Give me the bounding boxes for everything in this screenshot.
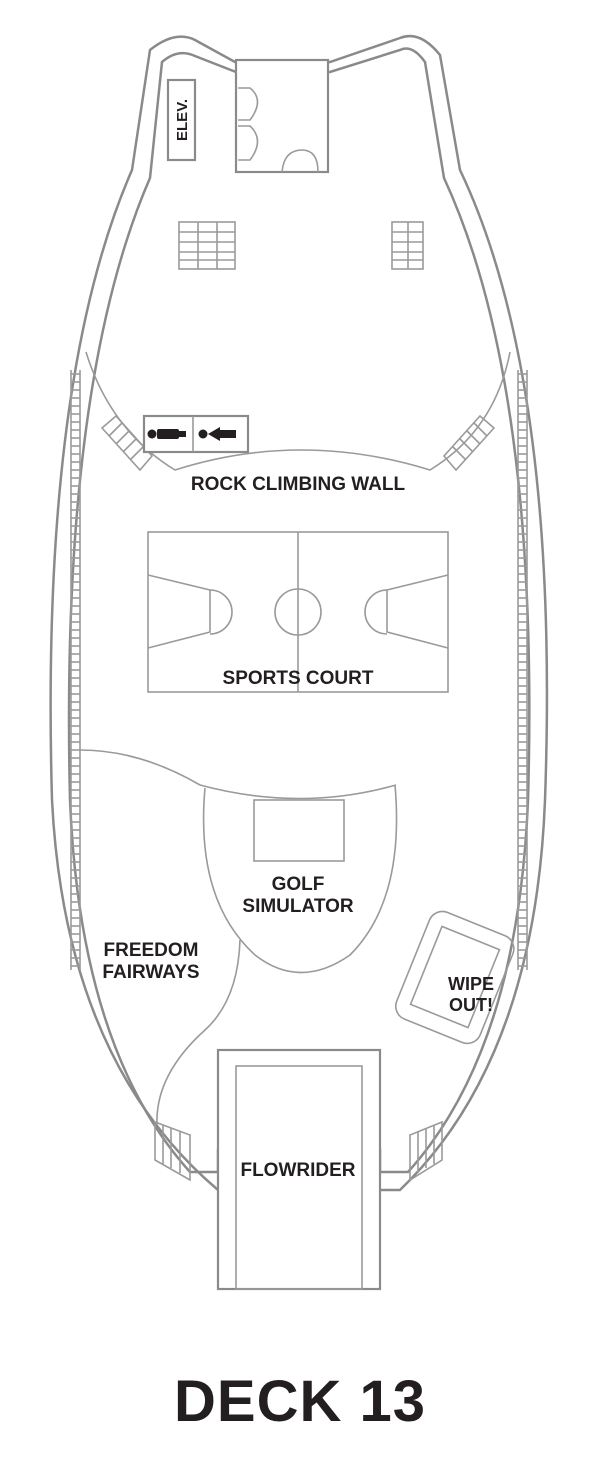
- stairs-aft-left: [154, 1120, 191, 1182]
- wipe-out-label-1: WIPE: [448, 974, 494, 994]
- freedom-fairways-label-1: FREEDOM: [104, 940, 199, 961]
- freedom-fairways-label-2: FAIRWAYS: [102, 962, 199, 983]
- flowrider-pool: [216, 1048, 382, 1291]
- deck-title: DECK 13: [174, 1369, 426, 1434]
- fairway-boundary: [79, 749, 397, 800]
- fairway-path: [156, 939, 241, 1126]
- elevator-box: [166, 78, 197, 162]
- sports-court: [147, 531, 449, 693]
- flowrider-label: FLOWRIDER: [240, 1160, 355, 1181]
- sports-court-label: SPORTS COURT: [223, 668, 374, 689]
- woman-icon: [198, 427, 236, 441]
- hull-outer: [49, 34, 549, 1192]
- lounger-right: [391, 221, 424, 270]
- railing-ticks-right: [518, 373, 527, 967]
- stairs-left: [100, 414, 154, 472]
- wipe-out-label-2: OUT!: [449, 995, 493, 1015]
- stairs-right: [442, 414, 496, 472]
- golf-simulator-screen: [253, 799, 345, 862]
- bow-seating: [238, 87, 319, 173]
- man-icon: [147, 429, 186, 439]
- wipe-out-area: [394, 910, 515, 1045]
- elevator-label: ELEV.: [174, 99, 191, 141]
- golf-simulator-area: [202, 784, 398, 974]
- rock-climbing-wall-label: ROCK CLIMBING WALL: [191, 474, 406, 495]
- stairs-aft-right: [409, 1120, 443, 1182]
- golf-simulator-label-1: GOLF: [272, 874, 325, 895]
- lounger-left: [178, 221, 236, 270]
- golf-simulator-label-2: SIMULATOR: [242, 896, 353, 917]
- railing-ticks-left: [71, 373, 80, 967]
